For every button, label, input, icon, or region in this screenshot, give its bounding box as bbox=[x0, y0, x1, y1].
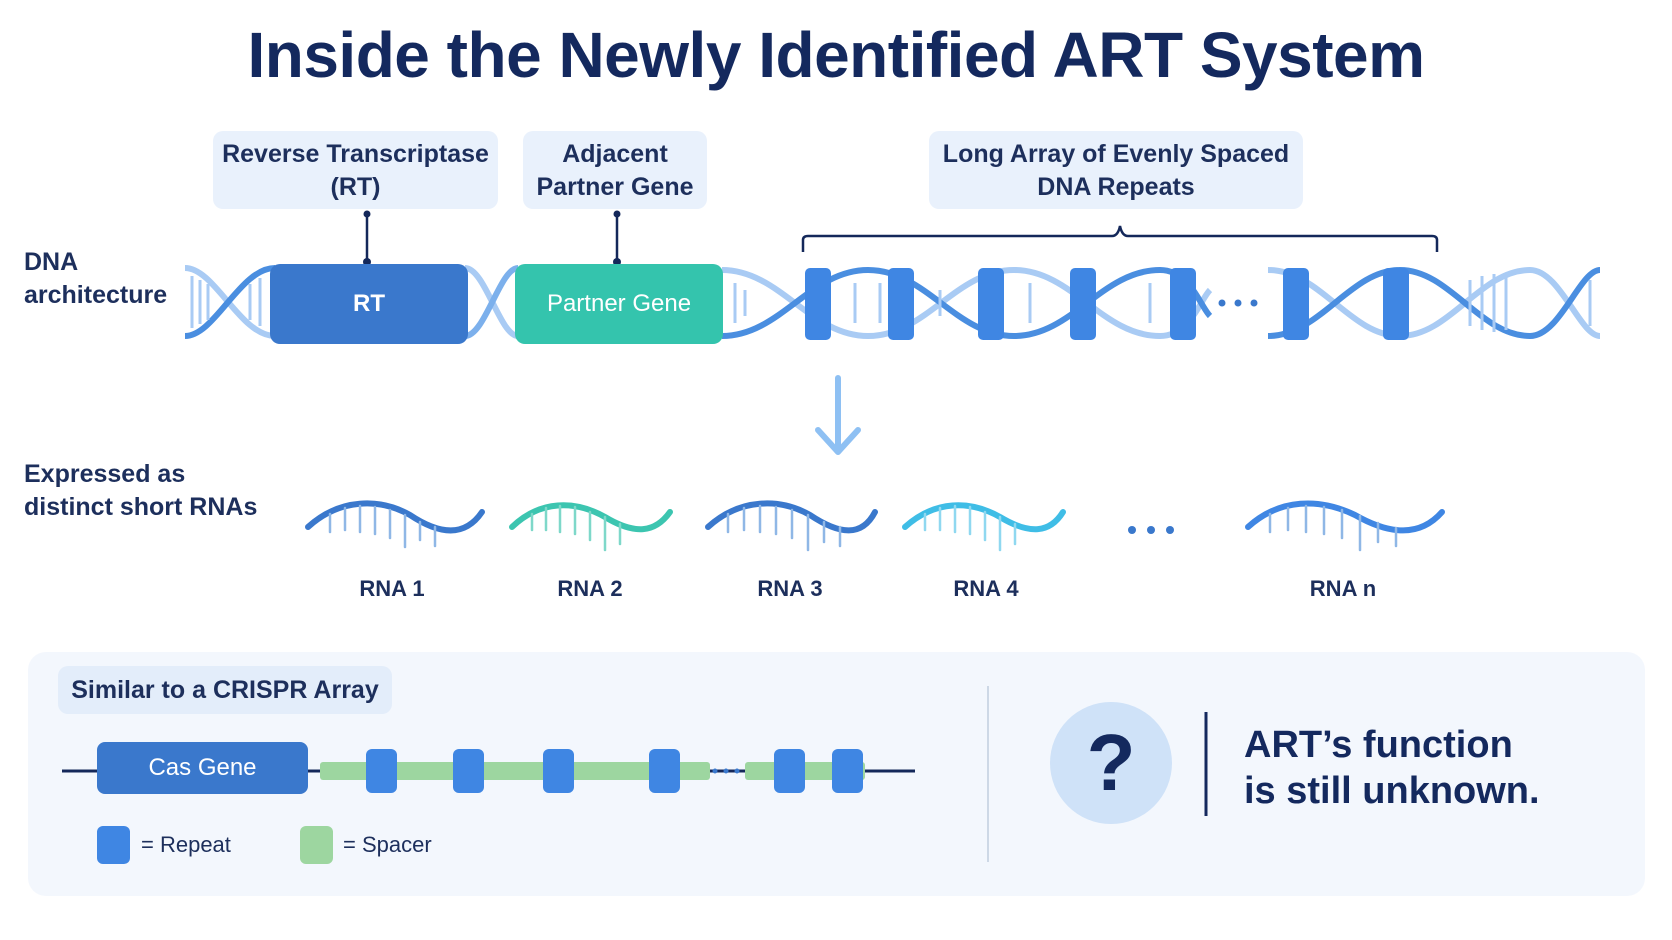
crispr-repeat bbox=[543, 749, 574, 793]
rna-strand-1 bbox=[305, 500, 485, 549]
dna-repeat-block bbox=[805, 268, 831, 340]
rna-strand-3 bbox=[705, 500, 878, 552]
rt-gene-box: RT bbox=[270, 264, 468, 344]
callout-dna-repeats: Long Array of Evenly Spaced DNA Repeats bbox=[929, 131, 1303, 209]
dna-repeat-block bbox=[1070, 268, 1096, 340]
crispr-repeat bbox=[832, 749, 863, 793]
callout-repeats-line2: DNA Repeats bbox=[1037, 173, 1195, 201]
crispr-repeat bbox=[453, 749, 484, 793]
question-mark-icon: ? bbox=[1050, 702, 1172, 824]
rna-label-3: RNA 3 bbox=[757, 576, 823, 601]
rna-expression-label: Expressed as distinct short RNAs bbox=[24, 458, 257, 524]
rna-strand-n bbox=[1245, 500, 1445, 552]
callout-partner-gene: Adjacent Partner Gene bbox=[523, 131, 707, 209]
crispr-repeats bbox=[366, 749, 863, 793]
crispr-spacer bbox=[320, 762, 710, 780]
question-symbol: ? bbox=[1086, 718, 1136, 807]
page-title: Inside the Newly Identified ART System bbox=[247, 19, 1425, 91]
dna-repeat-block bbox=[1283, 268, 1309, 340]
dna-label-line2: architecture bbox=[24, 281, 168, 309]
legend-spacer-swatch bbox=[300, 826, 333, 864]
rna-strands bbox=[305, 500, 1445, 552]
callout-rt-line2: (RT) bbox=[330, 173, 381, 201]
legend-repeat-swatch bbox=[97, 826, 130, 864]
crispr-ellipsis-icon bbox=[712, 768, 740, 774]
dna-repeat-block bbox=[978, 268, 1004, 340]
callout-partner-line1: Adjacent bbox=[562, 140, 668, 168]
rna-strand-2 bbox=[509, 502, 673, 552]
unknown-line2: is still unknown. bbox=[1244, 770, 1540, 812]
callout-reverse-transcriptase: Reverse Transcriptase (RT) bbox=[213, 131, 498, 209]
callout-repeats-line1: Long Array of Evenly Spaced bbox=[942, 140, 1290, 168]
rt-gene-label: RT bbox=[353, 290, 385, 317]
callout-rt-line1: Reverse Transcriptase bbox=[222, 140, 489, 168]
unknown-function-text: ART’s function is still unknown. bbox=[1244, 722, 1574, 814]
dna-label-line1: DNA bbox=[24, 248, 79, 276]
dna-repeat-block bbox=[888, 268, 914, 340]
legend-repeat-label: = Repeat bbox=[141, 832, 231, 857]
rna-label-1: RNA 1 bbox=[359, 576, 425, 601]
dna-ellipsis-icon bbox=[1218, 299, 1258, 307]
dna-repeat-block bbox=[1383, 268, 1409, 340]
dna-architecture-label: DNA architecture bbox=[24, 246, 167, 312]
rna-label-line1: Expressed as bbox=[24, 460, 186, 488]
rna-label-line2: distinct short RNAs bbox=[24, 493, 258, 521]
rna-ellipsis-icon bbox=[1128, 526, 1174, 534]
rna-label-n: RNA n bbox=[1309, 576, 1377, 601]
rna-strand-4 bbox=[902, 502, 1066, 552]
callout-partner-line2: Partner Gene bbox=[536, 173, 694, 201]
crispr-repeat bbox=[366, 749, 397, 793]
repeats-bracket bbox=[801, 225, 1439, 252]
partner-gene-box: Partner Gene bbox=[515, 264, 723, 344]
crispr-repeat bbox=[774, 749, 805, 793]
partner-gene-label: Partner Gene bbox=[546, 290, 692, 317]
cas-gene-box: Cas Gene bbox=[97, 742, 308, 794]
rna-label-4: RNA 4 bbox=[953, 576, 1019, 601]
dna-repeat-blocks bbox=[805, 268, 1409, 340]
cas-gene-label: Cas Gene bbox=[148, 754, 257, 781]
rna-label-2: RNA 2 bbox=[557, 576, 623, 601]
crispr-tag: Similar to a CRISPR Array bbox=[58, 666, 392, 714]
crispr-repeat bbox=[649, 749, 680, 793]
legend-spacer-label: = Spacer bbox=[343, 832, 432, 857]
unknown-line1: ART’s function bbox=[1244, 724, 1513, 766]
dna-repeat-block bbox=[1170, 268, 1196, 340]
down-arrow-icon bbox=[815, 375, 861, 455]
